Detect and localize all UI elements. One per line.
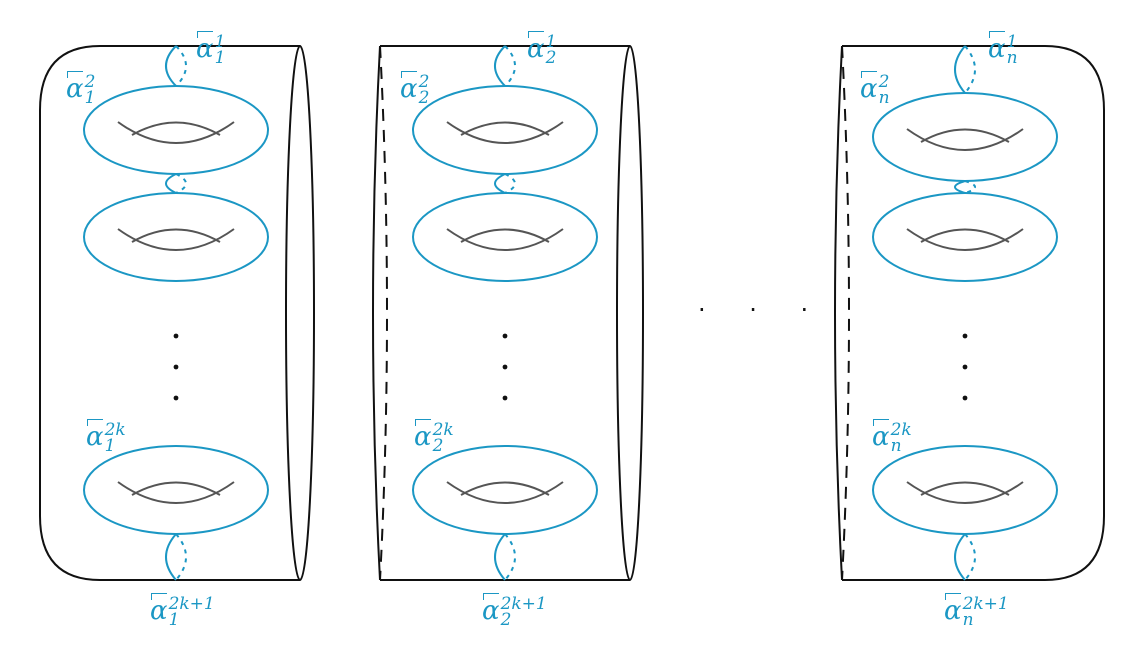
- curve-alpha-n-meridian-2-front: [954, 180, 966, 194]
- handle-1-2-frown: [131, 228, 221, 243]
- curve-alpha-1-meridian-1-front: [165, 45, 177, 87]
- handle-1-1-frown: [131, 121, 221, 136]
- curve-alpha-1-handle-1: [83, 85, 269, 175]
- handle-2-3-smile: [446, 481, 564, 504]
- piece-2-dot-3: [502, 395, 508, 401]
- curve-alpha-n-meridian-1-front: [954, 45, 966, 94]
- handle-n-3-frown: [920, 481, 1010, 496]
- curve-alpha-n-meridian-3-back: [964, 533, 976, 581]
- handle-n-1-smile: [906, 128, 1024, 151]
- curve-alpha-n-handle-2: [872, 192, 1058, 282]
- handle-n-2-smile: [906, 228, 1024, 251]
- piece-2-right-boundary: [616, 45, 644, 581]
- curve-alpha-n-handle-3: [872, 445, 1058, 535]
- piece-2-left-boundary-front: [372, 45, 381, 581]
- curve-alpha-1-meridian-3-back: [175, 533, 187, 581]
- curve-alpha-2-meridian-3-back: [504, 533, 516, 581]
- handle-1-3-frown: [131, 481, 221, 496]
- handle-1-3-smile: [117, 481, 235, 504]
- curve-alpha-1-meridian-2-front: [165, 173, 177, 194]
- piece-1-outline: [39, 45, 300, 581]
- piece-1-dot-3: [173, 395, 179, 401]
- curve-alpha-1-handle-2: [83, 192, 269, 282]
- curve-alpha-1-meridian-1-back: [175, 45, 187, 87]
- handle-1-2-smile: [117, 228, 235, 251]
- curve-alpha-2-handle-3: [412, 445, 598, 535]
- handle-2-3-frown: [460, 481, 550, 496]
- piece-1-right-boundary: [285, 45, 315, 581]
- curve-alpha-n-meridian-1-back: [964, 45, 976, 94]
- curve-alpha-2-meridian-2-back: [504, 173, 516, 194]
- curve-alpha-1-meridian-3-front: [165, 533, 177, 581]
- curve-alpha-1-meridian-2-back: [175, 173, 187, 194]
- piece-1-dot-2: [173, 364, 179, 370]
- curve-alpha-n-meridian-2-back: [964, 180, 976, 194]
- piece-1-dot-1: [173, 333, 179, 339]
- piece-n-dot-2: [962, 364, 968, 370]
- handle-n-1-frown: [920, 128, 1010, 143]
- curve-alpha-1-handle-3: [83, 445, 269, 535]
- curve-alpha-2-meridian-3-front: [494, 533, 506, 581]
- handle-n-3-smile: [906, 481, 1024, 504]
- curve-alpha-2-handle-1: [412, 85, 598, 175]
- handle-n-2-frown: [920, 228, 1010, 243]
- piece-n-dot-3: [962, 395, 968, 401]
- curve-alpha-2-meridian-1-back: [504, 45, 516, 87]
- handle-1-1-smile: [117, 121, 235, 144]
- handle-2-1-frown: [460, 121, 550, 136]
- curve-alpha-2-handle-2: [412, 192, 598, 282]
- curve-alpha-n-meridian-3-front: [954, 533, 966, 581]
- piece-n-left-boundary-back: [841, 45, 850, 581]
- piece-n-outline: [842, 45, 1105, 581]
- curve-alpha-n-handle-1: [872, 92, 1058, 182]
- curve-alpha-2-meridian-1-front: [494, 45, 506, 87]
- piece-n-left-boundary-front: [834, 45, 843, 581]
- between-pieces-ellipsis: · · ·: [698, 296, 827, 324]
- piece-2-dot-2: [502, 364, 508, 370]
- piece-n-dot-1: [962, 333, 968, 339]
- handle-2-2-frown: [460, 228, 550, 243]
- piece-2-left-boundary-back: [379, 45, 388, 581]
- handle-2-1-smile: [446, 121, 564, 144]
- handle-2-2-smile: [446, 228, 564, 251]
- piece-2-dot-1: [502, 333, 508, 339]
- curve-alpha-2-meridian-2-front: [494, 173, 506, 194]
